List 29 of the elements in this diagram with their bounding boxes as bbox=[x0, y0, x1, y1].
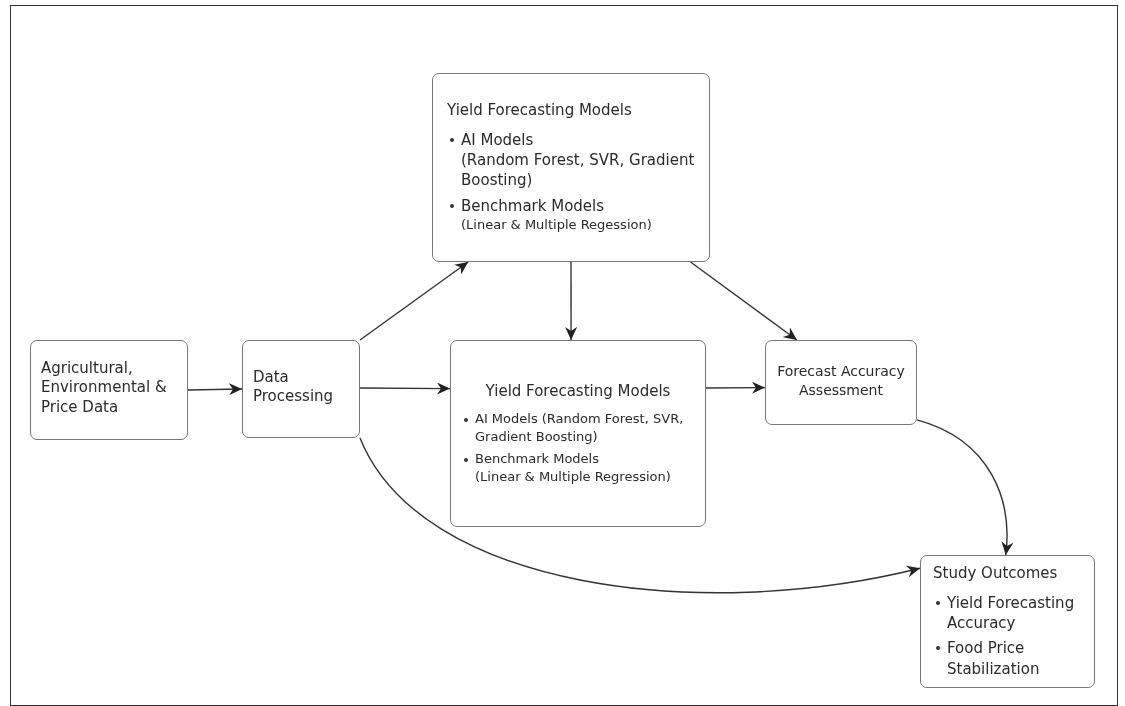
bullet-text: AI Models bbox=[461, 129, 535, 151]
box-label: Forecast Accuracy Assessment bbox=[776, 362, 906, 399]
detail-text: (Linear & Multiple Regession) bbox=[461, 215, 653, 234]
process-box bbox=[30, 340, 188, 440]
box-heading: Study Outcomes bbox=[933, 564, 1059, 584]
bullet-text: Food Price Stabilization bbox=[947, 638, 1041, 679]
arrow bbox=[705, 381, 766, 394]
arrow bbox=[187, 383, 243, 396]
arrow bbox=[359, 437, 921, 593]
box-heading: Yield Forecasting Models bbox=[484, 381, 672, 402]
arrow bbox=[916, 419, 1013, 556]
bullet-text: Yield Forecasting Accuracy bbox=[947, 592, 1076, 634]
box-label: Data Processing bbox=[253, 367, 335, 407]
arrow bbox=[689, 261, 798, 341]
arrow bbox=[359, 382, 451, 395]
box-label: Agricultural, Environmental & Price Data bbox=[41, 358, 168, 418]
process-box bbox=[242, 340, 360, 438]
process-box bbox=[765, 340, 917, 425]
bullet-text: AI Models (Random Forest, SVR, Gradient Boosting) bbox=[475, 410, 685, 446]
bullet-text: Benchmark Models bbox=[461, 195, 606, 216]
process-box bbox=[432, 73, 710, 262]
bullet-text: Benchmark Models bbox=[475, 450, 600, 468]
arrow bbox=[359, 261, 469, 341]
process-box bbox=[920, 555, 1095, 688]
process-box bbox=[450, 340, 706, 527]
box-heading: Yield Forecasting Models bbox=[447, 101, 633, 121]
detail-text: (Linear & Multiple Regression) bbox=[475, 467, 672, 486]
detail-text: (Random Forest, SVR, Gradient Boosting) bbox=[461, 150, 695, 191]
arrow bbox=[565, 261, 578, 341]
